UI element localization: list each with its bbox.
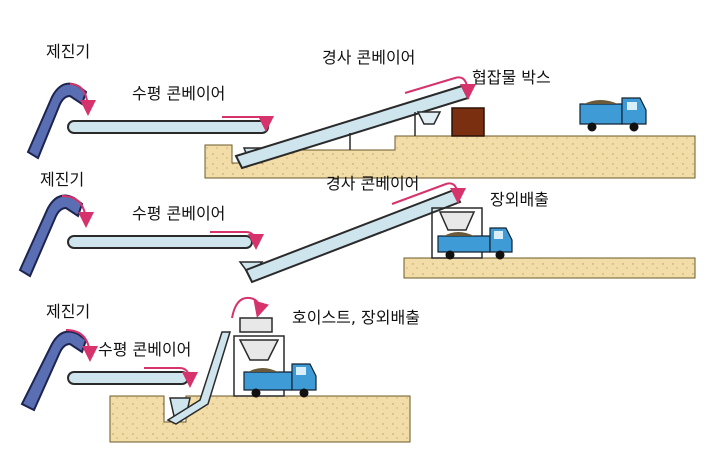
- hopper-2: [438, 211, 476, 231]
- scene2-inclined-conveyor-label: 경사 콘베이어: [326, 174, 420, 193]
- flow-arrow-1c: [404, 76, 476, 100]
- scene1-horizontal-conveyor-label: 수평 콘베이어: [132, 84, 226, 103]
- horizontal-conveyor-1: [67, 120, 269, 134]
- debris-box-1: [451, 107, 485, 137]
- flow-arrow-1b: [222, 115, 274, 132]
- flow-arrow-3a: [65, 329, 98, 362]
- horizontal-conveyor-3: [67, 371, 189, 385]
- hoist-rail-3: [166, 331, 232, 425]
- discharge-frame-2: [431, 207, 483, 259]
- hopper-1: [416, 111, 442, 125]
- ground-3: [109, 395, 411, 443]
- scene3-hoist-discharge-label: 호이스트, 장외배출: [292, 308, 420, 327]
- flow-arrow-1a: [69, 83, 96, 116]
- scene3-tunneler-label: 제진기: [46, 302, 91, 321]
- scene2-offsite-discharge-label: 장외배출: [490, 190, 549, 209]
- flow-arrow-2a: [61, 195, 94, 228]
- tunneler-machine-3: [20, 330, 88, 412]
- scene1-tunneler-label: 제진기: [46, 42, 91, 61]
- truck-2: [437, 227, 513, 260]
- scene-2: [18, 182, 696, 284]
- scene2-horizontal-conveyor-label: 수평 콘베이어: [132, 204, 226, 223]
- flow-arrow-3c: [231, 296, 269, 319]
- scene3-horizontal-conveyor-label: 수평 콘베이어: [98, 340, 192, 359]
- ground-2: [403, 257, 696, 279]
- flow-arrow-3b: [144, 367, 198, 388]
- scene-3: [20, 296, 411, 443]
- hopper-3: [238, 339, 280, 361]
- truck-1: [579, 97, 647, 132]
- scene2-tunneler-label: 제진기: [40, 170, 85, 189]
- flow-arrow-2c: [391, 182, 466, 205]
- flow-arrow-2b: [210, 231, 264, 250]
- ground-1: [204, 135, 696, 179]
- hoist-bucket-3: [239, 317, 273, 333]
- scene1-debris-box-label: 협잡물 박스: [472, 68, 551, 87]
- horizontal-conveyor-2: [67, 235, 253, 249]
- truck-3: [243, 363, 317, 398]
- scene-1: [26, 76, 696, 179]
- scene1-inclined-conveyor-label: 경사 콘베이어: [322, 48, 416, 67]
